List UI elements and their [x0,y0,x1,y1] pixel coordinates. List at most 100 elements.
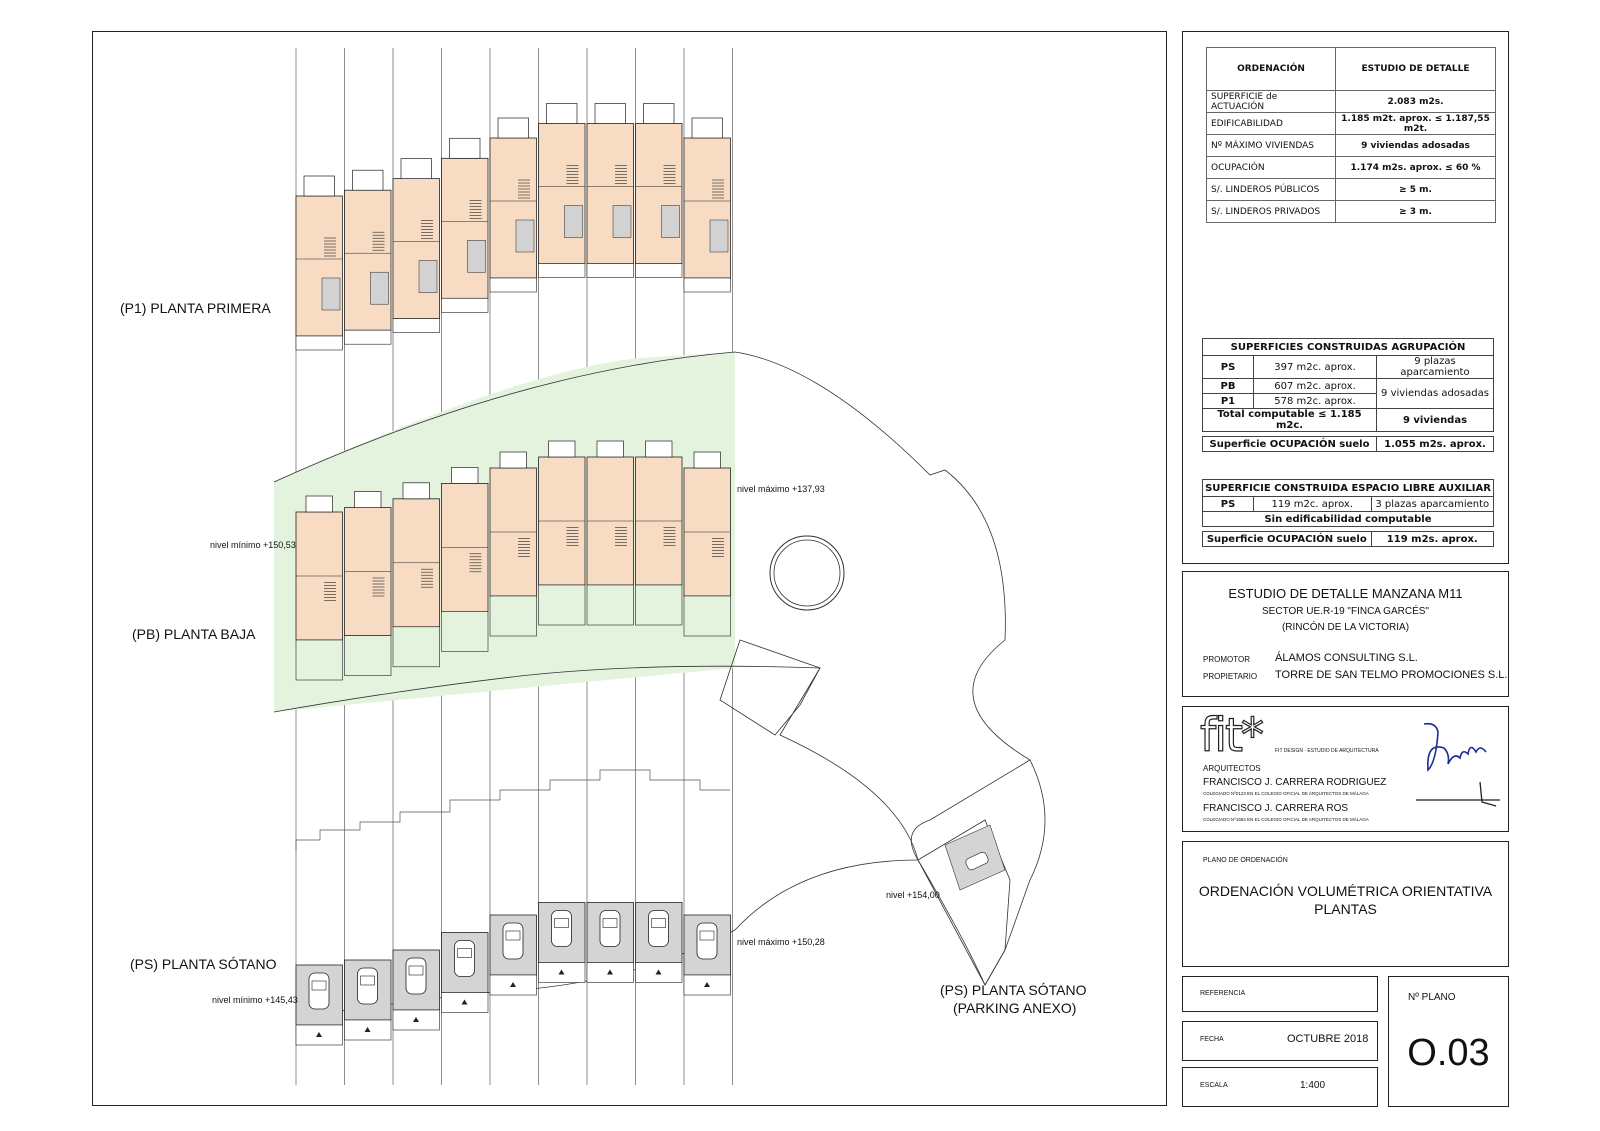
car-window [602,918,618,928]
p1-house-bump [691,117,723,139]
project-title: ESTUDIO DE DETALLE MANZANA M11 [1228,586,1463,601]
p1-stair-box [709,219,729,253]
arrow-up-icon [316,1032,322,1037]
p1-stair-box [370,271,389,305]
p1-house-bump [352,169,384,191]
pb-garden [392,626,440,668]
row-note: 3 plazas aparcamiento [1370,496,1495,512]
fecha-value: OCTUBRE 2018 [1287,1033,1369,1045]
pb-garden [586,584,634,626]
arrow-up-icon [413,1017,419,1022]
pb-garden [635,584,683,626]
info-panel [1182,31,1509,564]
propietario-label: PROPIETARIO [1203,672,1258,681]
ordenacion-table: ORDENACIÓN ESTUDIO DE DETALLE SUPERFICIE… [1206,47,1496,223]
architect-1-colegiado: COLEGIADO Nº0123 EN EL COLEGIO OFICIAL D… [1203,791,1369,796]
roundabout-outer [769,535,845,611]
arrow-up-icon [510,982,516,987]
table-row: S/. LINDEROS PÚBLICOS≥ 5 m. [1206,178,1496,201]
p1-house [392,178,440,320]
project-sector: SECTOR UE.R-19 "FINCA GARCÉS" [1262,606,1429,617]
propietario-value: TORRE DE SAN TELMO PROMOCIONES S.L. [1275,669,1508,681]
promotor-label: PROMOTOR [1203,655,1250,664]
nplano-block [1388,976,1509,1107]
p1-house [683,137,731,279]
row-value: 2.083 m2s. [1335,90,1496,113]
row-value: 1.174 m2s. aprox. ≤ 60 % [1335,156,1496,179]
studio-block [1182,706,1509,832]
p1-terrace [635,263,683,278]
pb-house-bump [451,467,479,484]
p1-house [441,157,489,299]
table-row: Sin edificabilidad computable [1202,511,1494,527]
row-key: SUPERFICIE de ACTUACIÓN [1206,90,1336,113]
car-icon [599,910,621,947]
row-value: 9 viviendas adosadas [1335,134,1496,157]
plot-boundary [273,351,1046,986]
plano-title-2: PLANTAS [1314,901,1377,917]
p1-stair-box [564,205,583,238]
pb-house-bump [596,440,624,458]
row-key: S/. LINDEROS PÚBLICOS [1206,178,1336,201]
plano-block [1182,841,1509,967]
project-block [1182,571,1509,697]
row-value: ≥ 5 m. [1335,178,1496,201]
row-key: Superficie OCUPACIÓN suelo [1202,436,1377,452]
referencia-label: REFERENCIA [1200,990,1246,997]
row-note: 9 viviendas [1376,408,1494,432]
row-value: 1.185 m2t. aprox. ≤ 1.187,55 m2t. [1335,112,1496,135]
p1-house [538,123,586,264]
p1-house-bump [546,103,578,124]
p1-house [586,123,634,264]
p1-house-bump [594,103,626,124]
car-icon [551,910,572,947]
table-row: Total computable ≤ 1.185 m2c.9 viviendas [1202,408,1494,432]
ps-garages [295,902,731,1046]
row-key: EDIFICABILIDAD [1206,112,1336,135]
car-icon [405,957,427,995]
pb-house-bump [693,451,721,469]
level-ps-min: nivel mínimo +145,43 [212,995,298,1005]
arrow-up-icon [364,1027,371,1032]
table-row: S/. LINDEROS PRIVADOS≥ 3 m. [1206,200,1496,223]
architect-2: FRANCISCO J. CARRERA ROS [1203,803,1349,814]
studio-logo: fit* [1199,707,1264,762]
nplano-label: Nº PLANO [1408,992,1456,1003]
architect-1: FRANCISCO J. CARRERA RODRIGUEZ [1203,777,1387,788]
escala-block [1182,1067,1378,1107]
pb-house-bump [305,495,333,513]
p1-stair-box [321,277,341,311]
row-key: Superficie OCUPACIÓN suelo [1202,531,1372,547]
pb-garden [344,635,392,676]
pb-houses [295,440,731,681]
car-window [311,980,327,991]
ramp-outline [719,639,821,736]
label-planta-baja: (PB) PLANTA BAJA [132,626,256,642]
level-ps-max: nivel máximo +150,28 [737,937,825,947]
escala-label: ESCALA [1200,1082,1228,1089]
fecha-block [1182,1021,1378,1061]
arrow-up-icon [655,969,662,975]
level-parking: nivel +154,00 [886,890,940,900]
ordenacion-header-right: ESTUDIO DE DETALLE [1335,47,1496,91]
p1-terrace [586,263,634,278]
row-value: ≥ 3 m. [1335,200,1496,223]
arrow-up-icon [461,999,468,1005]
pb-garden [489,595,537,637]
p1-terrace [392,318,440,333]
plano-title-1: ORDENACIÓN VOLUMÉTRICA ORIENTATIVA [1198,883,1493,899]
p1-house-bump [449,137,481,159]
arrow-up-icon [704,982,710,987]
car-icon [648,910,669,947]
p1-stair-box [467,240,486,273]
architects-label: ARQUITECTOS [1203,764,1261,773]
drawing-frame [92,31,1167,1106]
arrow-up-icon [607,969,613,975]
nplano-value: O.03 [1407,1032,1490,1074]
